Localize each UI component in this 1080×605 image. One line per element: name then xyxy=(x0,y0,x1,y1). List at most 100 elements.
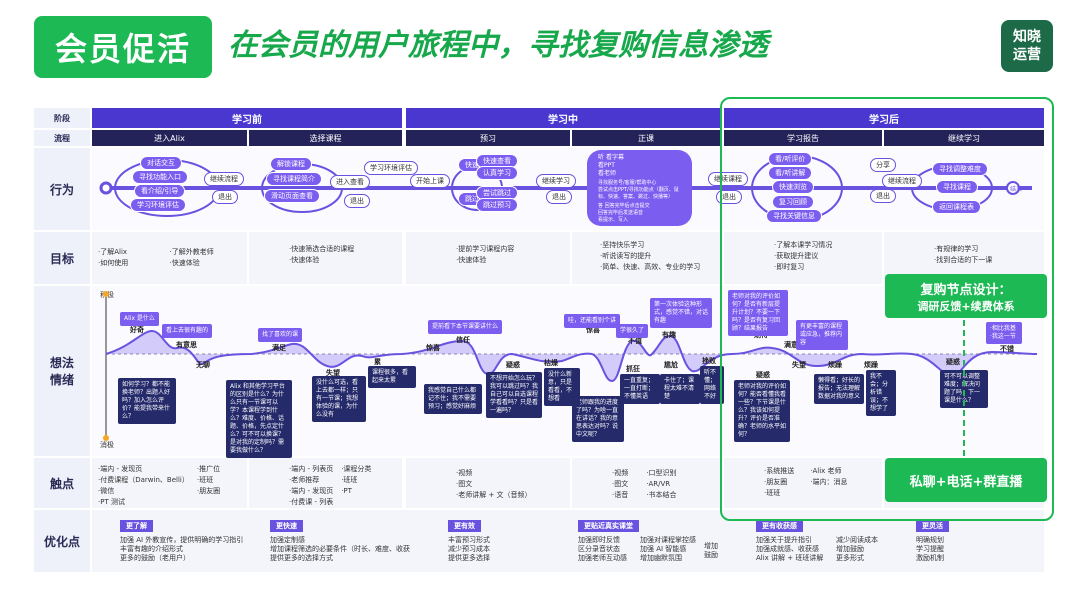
goal-item: ·找到合适的下一课 xyxy=(934,256,993,264)
optimize-body: 加强即时反馈区分录音状态加强老师互动感 xyxy=(578,536,627,563)
optimize-line: 加强成就感、收获感 xyxy=(756,545,819,553)
row-label-stage: 阶段 xyxy=(34,108,90,128)
lesson-item: 看字幕 xyxy=(605,154,624,161)
goal-item: ·提前学习课程内容 xyxy=(456,245,515,253)
touch-cell: ·端内 - 列表页·老师推荐·端内 - 发现页·付费课 - 列表·课程分类·班班… xyxy=(249,458,402,508)
lesson-item: 回答完毕后点击提交 xyxy=(604,203,650,209)
optimize-line: 加强即时反馈 xyxy=(578,536,620,544)
emotion-note: 如何学习？都不能换老师？出题人好吗？加入怎么评价？能提我带来什么？ xyxy=(118,378,176,424)
emotion-note: 提前看下本节课要讲什么 xyxy=(428,320,503,334)
lesson-item: 看提示、写入 xyxy=(598,217,629,223)
optimize-line: 加强定制感 xyxy=(270,536,305,544)
touch-item: ·课程分类 xyxy=(341,465,372,473)
contact-channel-text: 私聊+电话+群直播 xyxy=(909,474,1023,490)
goal-item: ·了解外教老师 xyxy=(169,248,214,256)
optimize-line: 增加幽默氛围 xyxy=(640,554,682,562)
emotion-note: 老师对我的评价如何？是否有新层提升计划？不要一下吗？是否有复习回顾？结果报告 xyxy=(728,290,788,336)
optimize-tag: 更有效 xyxy=(448,520,481,532)
lesson-item: 尝试点击PPT/寻找功能点（翻页、鼠 xyxy=(598,187,679,193)
touch-item: ·PT xyxy=(341,487,352,495)
emotion-note: 我感觉自己什么都记不住；我不需要预习；感觉好麻烦 xyxy=(424,384,482,414)
behavior-item: 继续课程 xyxy=(708,172,748,186)
optimize-line: 加强对课程掌控感 xyxy=(640,536,696,544)
axis-negative-label: 消极 xyxy=(100,441,114,449)
goal-item: ·快速体验 xyxy=(289,256,320,264)
optimize-line: 区分录音状态 xyxy=(578,545,620,553)
touch-item: ·语音 xyxy=(612,491,629,499)
lesson-item: 寻找服务号/客服/帮助中心 xyxy=(598,180,657,186)
emotion-note: 卡住了；课程太难不清楚 xyxy=(660,374,700,404)
flow-lesson: 正课 xyxy=(572,130,720,146)
behavior-item: 看介绍/引导 xyxy=(134,184,186,198)
goal-item: ·快速体验 xyxy=(456,256,487,264)
optimize-body: 丰富预习形式减少预习成本提供更多选择 xyxy=(448,536,490,563)
behavior-item: 继续学习 xyxy=(536,174,576,188)
optimize-body: 减少阅读成本增加鼓励更多形式 xyxy=(836,536,878,563)
emotion-label: 累 xyxy=(374,358,381,366)
flow-continue: 继续学习 xyxy=(884,130,1044,146)
behavior-item: 快速浏览 xyxy=(772,180,814,194)
touch-item: ·Alix 老师 xyxy=(810,467,842,475)
row-label-emotion-2: 情绪 xyxy=(49,373,74,387)
behavior-item: 退出 xyxy=(344,194,370,208)
behavior-lesson-mid: 寻找服务号/客服/帮助中心尝试点击PPT/寻找功能点（翻页、鼠标、快速、答案、跳… xyxy=(598,180,679,201)
emotion-note: 课程很多，看起来太累 xyxy=(368,366,416,388)
behavior-item: 滑动页面查看 xyxy=(264,189,320,203)
optimize-tag: 更灵活 xyxy=(916,520,949,532)
touch-item: ·付费课 - 列表 xyxy=(289,498,334,506)
flow-report: 学习报告 xyxy=(724,130,882,146)
emotion-note: Alix 和其他学习平台的区别是什么？为什么只有一节课可以学？本课程学到什么？难… xyxy=(226,380,292,458)
optimize-line: Alix 讲解 + 班班讲解 xyxy=(756,554,824,562)
optimize-line: 激励机制 xyxy=(916,554,944,562)
title-badge: 会员促活 xyxy=(24,16,212,88)
emotion-note: 懒得看；好长的报告；无法理解数据对我的意义 xyxy=(814,374,864,404)
behavior-item: 退出 xyxy=(212,190,238,204)
goal-cell: ·坚持快乐学习·听说读写的提升·简单、快速、高效、专业的学习 xyxy=(572,232,720,284)
emotion-label: 抓狂 xyxy=(626,365,640,373)
lesson-item: 看PPT xyxy=(598,162,615,169)
goal-item: ·即时复习 xyxy=(774,263,805,271)
optimize-body: 增加鼓励 xyxy=(704,542,718,560)
touch-item: ·端内 - 列表页 xyxy=(289,465,334,473)
goal-cell: ·提前学习课程内容 ·快速体验 xyxy=(406,232,570,284)
goal-cell: ·了解Alix·了解外教老师·如何使用·快速体验 xyxy=(92,232,247,284)
lesson-item: 回答完毕后发送语音 xyxy=(598,210,644,216)
emotion-label: 惊喜 xyxy=(586,326,600,334)
behavior-item: 对话交互 xyxy=(140,156,182,170)
logo-line-1: 知晓 xyxy=(1013,29,1041,45)
touch-item: ·视频 xyxy=(456,469,473,477)
brand-logo: 知晓运营 xyxy=(1001,20,1053,72)
optimize-line: 加强关于提升指引 xyxy=(756,536,812,544)
behavior-item: 学习环境评估 xyxy=(364,161,418,175)
behavior-item: 跳过预习 xyxy=(476,198,518,212)
emotion-label: 疑惑 xyxy=(946,358,960,366)
contact-channel-box: 私聊+电话+群直播 xyxy=(885,458,1047,502)
behavior-item: 进入查看 xyxy=(330,175,370,189)
emotion-label: 满足 xyxy=(272,344,286,352)
optimize-line: 加强 AI 智能感 xyxy=(640,545,687,553)
emotion-label: 失望 xyxy=(326,369,340,377)
optimize-line: 学习提醒 xyxy=(916,545,944,553)
logo-line-2: 运营 xyxy=(1013,47,1041,63)
optimize-line: 鼓励 xyxy=(704,551,718,559)
touch-item: ·图文 xyxy=(456,480,473,488)
touch-item: ·书本结合 xyxy=(646,491,677,499)
optimize-body: 加强定制感增加课程筛选的必要条件（时长、难度、收获提供更多的选择方式 xyxy=(270,536,410,563)
emotion-curve xyxy=(103,291,1038,441)
emotion-label: 烦躁 xyxy=(828,361,842,369)
stage-during: 学习中 xyxy=(406,108,720,128)
behavior-item: 分享 xyxy=(870,158,896,172)
optimize-body: 明确规划学习提醒激励机制 xyxy=(916,536,944,563)
behavior-item: 解锁课程 xyxy=(270,157,312,171)
title-badge-text: 会员促活 xyxy=(54,30,191,68)
optimize-body: 加强对课程掌控感加强 AI 智能感增加幽默氛围 xyxy=(640,536,696,563)
emotion-note: 有更丰富的课程或应急，推荐内容 xyxy=(796,320,848,350)
emotion-label: 有趣 xyxy=(662,331,676,339)
emotion-label: 惊喜 xyxy=(426,344,440,352)
touch-item: ·AR/VR xyxy=(646,480,671,488)
touch-item: ·朋友圈 xyxy=(196,487,221,495)
emotion-note: 没什么可选，看上去都一样；只有一节课；我想体验的课，为什么没有 xyxy=(312,376,366,422)
goal-item: ·获取提升建议 xyxy=(774,252,819,260)
optimize-line: 明确规划 xyxy=(916,536,944,544)
